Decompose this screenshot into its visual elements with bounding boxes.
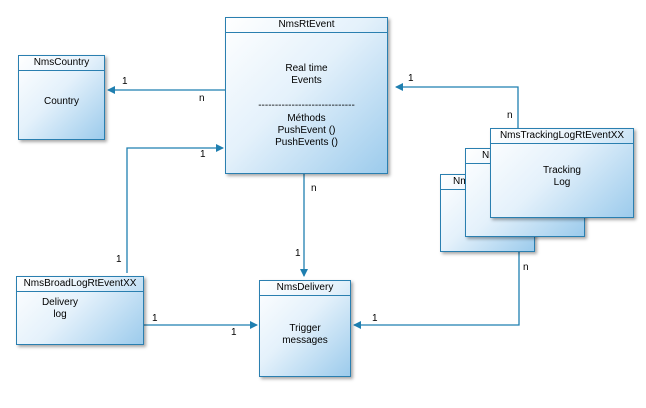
entity-spacer — [226, 87, 387, 99]
entity-nms-country[interactable]: NmsCountry Country — [18, 55, 105, 140]
entity-line: PushEvents () — [275, 137, 338, 148]
entity-line: Méthods — [287, 113, 326, 124]
multiplicity-label: 1 — [116, 254, 122, 265]
connector-broad-rtevent — [126, 144, 224, 273]
entity-line: Trigger — [289, 323, 321, 334]
entity-line: Log — [553, 177, 571, 188]
entity-line: log — [53, 309, 67, 320]
multiplicity-label: 1 — [372, 313, 378, 324]
entity-nms-delivery[interactable]: NmsDelivery Trigger messages — [259, 280, 351, 377]
entity-line: PushEvent () — [277, 125, 336, 136]
entity-separator: ----------------------------- — [258, 103, 355, 111]
multiplicity-label: n — [311, 183, 317, 194]
multiplicity-label: 1 — [295, 248, 301, 259]
entity-line: Real time — [285, 63, 328, 74]
entity-nms-rt-event[interactable]: NmsRtEvent Real time Events ------------… — [225, 17, 388, 174]
entity-line: Country — [43, 96, 79, 107]
entity-line: Events — [291, 75, 322, 86]
entity-nms-broad-log-rt-event[interactable]: NmsBroadLogRtEventXX Delivery log — [16, 276, 144, 345]
entity-line: Delivery — [41, 297, 79, 308]
entity-title: NmsBroadLogRtEventXX — [17, 277, 143, 292]
multiplicity-label: n — [523, 262, 529, 273]
multiplicity-label: n — [507, 110, 513, 121]
entity-line: messages — [282, 335, 328, 346]
entity-title: NmsTrackingLogRtEventXX — [491, 129, 633, 144]
multiplicity-label: 1 — [200, 149, 206, 160]
entity-title: NmsRtEvent — [226, 18, 387, 33]
connector-tracking-delivery — [353, 252, 520, 329]
entity-line: Tracking — [543, 165, 581, 176]
multiplicity-label: 1 — [408, 73, 414, 84]
entity-title: NmsDelivery — [260, 281, 350, 296]
connector-tracking-rtevent — [395, 83, 519, 128]
multiplicity-label: 1 — [231, 327, 237, 338]
multiplicity-label: 1 — [152, 313, 158, 324]
multiplicity-label: 1 — [122, 76, 128, 87]
entity-title: NmsCountry — [19, 56, 104, 71]
entity-nms-tracking-log-rt-event[interactable]: NmsTrackingLogRtEventXX Tracking Log — [490, 128, 634, 218]
multiplicity-label: n — [199, 93, 205, 104]
